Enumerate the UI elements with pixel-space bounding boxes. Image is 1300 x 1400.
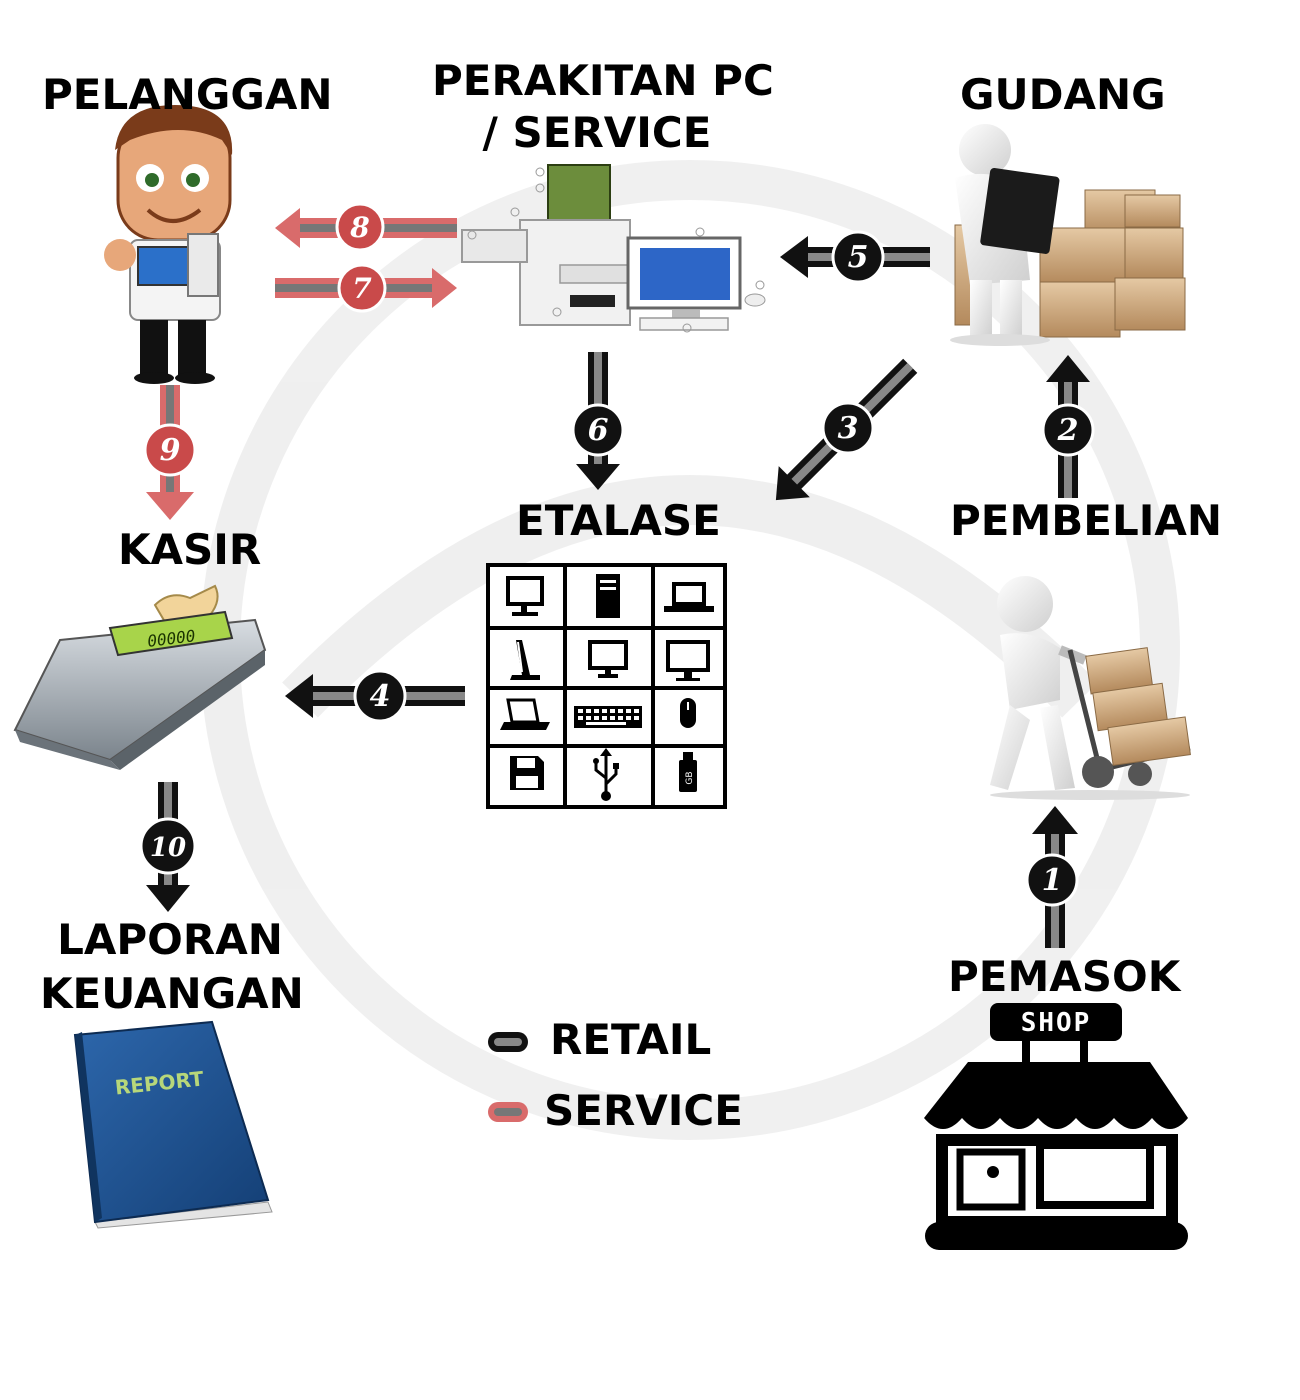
usb-capacity-label: GB: [685, 771, 695, 784]
svg-text:6: 6: [588, 413, 609, 448]
label-kasir: KASIR: [118, 525, 262, 574]
label-laporan-line1: LAPORAN: [57, 915, 283, 964]
badge-3: 3: [821, 401, 875, 455]
svg-text:1: 1: [1042, 863, 1063, 898]
report-book-illustration: [73, 1020, 273, 1229]
badge-4: 4: [353, 669, 407, 723]
label-laporan-line2: KEUANGAN: [40, 969, 304, 1019]
badge-8: 8: [335, 202, 385, 252]
laptop-icon: [664, 582, 714, 612]
notebook-icon: [500, 698, 550, 730]
pc-tower-icon: [596, 574, 620, 618]
widescreen-monitor-icon: [666, 640, 710, 681]
label-pembelian: PEMBELIAN: [950, 496, 1223, 545]
customer-illustration: [104, 105, 233, 384]
monitor-icon: [506, 576, 544, 616]
usb-symbol-icon: [593, 748, 619, 801]
cash-register-illustration: [13, 584, 267, 770]
shop-icon: [924, 1003, 1188, 1250]
step-badges: 8 7 5 6 3 2 9 4 10 1: [139, 202, 1095, 907]
badge-6: 6: [571, 403, 625, 457]
purchasing-illustration: [990, 576, 1191, 800]
legend-retail-label: RETAIL: [550, 1015, 712, 1064]
svg-text:8: 8: [349, 211, 369, 244]
label-laporan: LAPORAN KEUANGAN: [40, 915, 304, 1020]
badge-1: 1: [1025, 853, 1079, 907]
all-in-one-icon: [510, 640, 540, 680]
label-perakitan: PERAKITAN PC / SERVICE: [432, 56, 774, 159]
badge-5: 5: [831, 230, 885, 284]
svg-text:4: 4: [370, 679, 391, 714]
label-perakitan-line2: / SERVICE: [482, 108, 712, 158]
svg-text:2: 2: [1057, 413, 1079, 448]
badge-7: 7: [337, 263, 387, 313]
svg-text:9: 9: [160, 433, 181, 468]
label-pelanggan: PELANGGAN: [42, 70, 333, 119]
label-etalase: ETALASE: [516, 496, 721, 545]
label-perakitan-line1: PERAKITAN PC: [432, 56, 774, 105]
svg-text:5: 5: [848, 240, 869, 275]
badge-10: 10: [139, 817, 197, 875]
legend-retail-swatch: [488, 1032, 528, 1052]
keyboard-icon: [574, 706, 642, 728]
svg-text:3: 3: [838, 411, 859, 446]
label-gudang: GUDANG: [960, 70, 1166, 119]
mouse-icon: [680, 698, 696, 728]
legend-service-swatch: [488, 1102, 528, 1122]
shop-sign-text: SHOP: [1021, 1008, 1092, 1038]
pc-assembly-illustration: [461, 164, 766, 333]
etalase-grid: [486, 563, 727, 809]
legend-service-label: SERVICE: [544, 1086, 743, 1135]
svg-text:10: 10: [150, 833, 186, 863]
badge-9: 9: [143, 423, 197, 477]
lcd-monitor-icon: [588, 640, 628, 678]
label-pemasok: PEMASOK: [948, 952, 1181, 1001]
legend: [488, 1032, 528, 1122]
badge-2: 2: [1041, 403, 1095, 457]
usb-flash-drive-icon: [679, 752, 697, 792]
warehouse-illustration: [950, 124, 1186, 346]
svg-text:7: 7: [352, 272, 372, 305]
floppy-disk-icon: [510, 756, 544, 790]
